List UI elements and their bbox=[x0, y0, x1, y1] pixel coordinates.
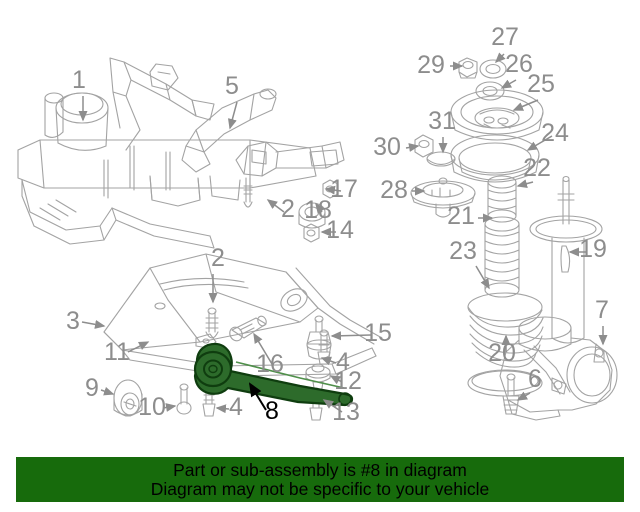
callout-7: 7 bbox=[595, 296, 609, 324]
washer-31-drawing bbox=[426, 151, 456, 167]
front-subframe-drawing bbox=[17, 57, 317, 249]
callout-10: 10 bbox=[138, 393, 166, 421]
callout-8-highlighted: 8 bbox=[265, 397, 279, 425]
callout-20: 20 bbox=[488, 339, 516, 367]
callout-leader-highlight bbox=[248, 382, 267, 411]
bushing-9-drawing bbox=[113, 379, 143, 417]
callout-28: 28 bbox=[380, 176, 408, 204]
callout-11: 11 bbox=[104, 338, 130, 366]
callout-24: 24 bbox=[541, 119, 569, 147]
strut-mount-25-drawing bbox=[450, 89, 544, 141]
callout-2-top: 2 bbox=[281, 195, 295, 223]
callout-12: 12 bbox=[334, 367, 362, 395]
callout-numbers-group: 1 5 27 29 26 25 24 31 30 22 28 21 19 23 … bbox=[66, 23, 609, 426]
highlighted-control-arm-8 bbox=[193, 342, 354, 407]
callout-27: 27 bbox=[491, 23, 519, 51]
callout-25: 25 bbox=[527, 70, 555, 98]
spring-seat-24-drawing bbox=[450, 134, 540, 183]
knuckle-7-drawing bbox=[499, 316, 618, 421]
callout-30: 30 bbox=[373, 133, 401, 161]
ball-joint-15-drawing bbox=[306, 315, 332, 360]
callout-leaders-group bbox=[78, 52, 608, 414]
bolt-6-drawing bbox=[502, 373, 520, 415]
nut-29-drawing bbox=[458, 57, 478, 79]
callout-5: 5 bbox=[225, 72, 239, 100]
parts-diagram: 1 5 27 29 26 25 24 31 30 22 28 21 19 23 … bbox=[17, 23, 618, 426]
bump-stop-22-drawing bbox=[487, 175, 517, 223]
callout-15: 15 bbox=[364, 319, 392, 347]
dust-boot-21-drawing bbox=[484, 216, 520, 298]
notice-line-part-number: Part or sub-assembly is #8 in diagram bbox=[173, 459, 467, 480]
pin-16-drawing bbox=[229, 315, 267, 342]
callout-9: 9 bbox=[85, 374, 99, 402]
callout-4-right: 4 bbox=[336, 348, 350, 376]
callout-16: 16 bbox=[256, 350, 284, 378]
callout-23: 23 bbox=[449, 237, 477, 265]
notice-banner: Part or sub-assembly is #8 in diagram Di… bbox=[16, 457, 624, 502]
callout-17: 17 bbox=[330, 175, 358, 203]
callout-1: 1 bbox=[72, 66, 86, 94]
callout-31: 31 bbox=[428, 107, 456, 135]
callout-6: 6 bbox=[528, 365, 542, 393]
callout-22: 22 bbox=[523, 154, 551, 182]
parts-diagram-canvas: 1 5 27 29 26 25 24 31 30 22 28 21 19 23 … bbox=[17, 23, 618, 426]
callout-19: 19 bbox=[579, 235, 607, 263]
callout-4-left: 4 bbox=[229, 393, 243, 421]
notice-line-disclaimer: Diagram may not be specific to your vehi… bbox=[150, 478, 490, 499]
callout-2-bottom: 2 bbox=[211, 244, 225, 272]
line-art-group bbox=[17, 57, 618, 421]
washer-27-drawing bbox=[479, 59, 507, 79]
callout-21: 21 bbox=[447, 202, 475, 230]
callout-13: 13 bbox=[332, 398, 360, 426]
callout-18: 18 bbox=[304, 196, 332, 224]
link-arm-5-drawing bbox=[181, 88, 277, 173]
callout-14: 14 bbox=[326, 216, 354, 244]
callout-3: 3 bbox=[66, 307, 80, 335]
callout-29: 29 bbox=[417, 51, 445, 79]
callout-26: 26 bbox=[505, 50, 533, 78]
